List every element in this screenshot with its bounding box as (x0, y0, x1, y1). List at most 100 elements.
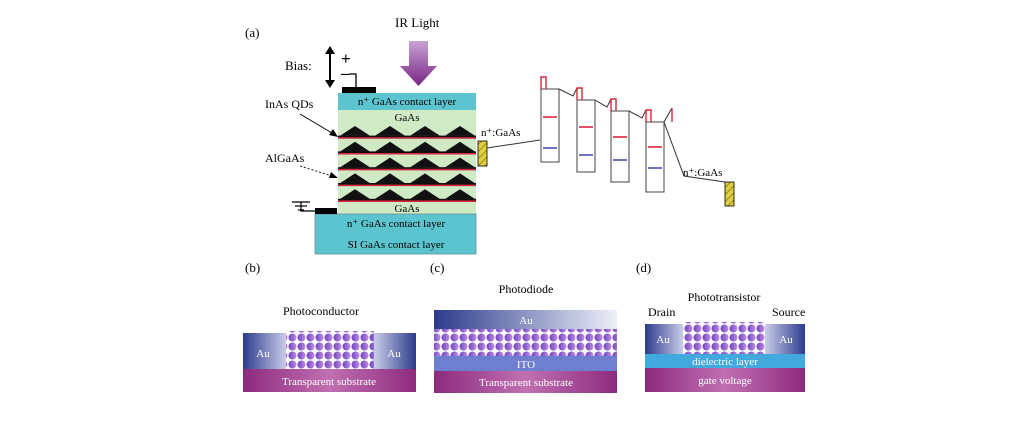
phototransistor-title: Phototransistor (688, 290, 761, 304)
red-interface-line (338, 168, 476, 171)
quantum-dot (340, 126, 370, 136)
quantum-dot (340, 141, 370, 152)
panel-c-letter: (c) (430, 260, 444, 275)
algaas-barrier-layer (338, 154, 476, 171)
algaas-barrier-layer (338, 123, 476, 139)
gaas-top-layer (338, 110, 476, 123)
au-source-electrode (765, 324, 805, 354)
panel-d: (d) Phototransistor Drain Source Au Au d… (636, 260, 805, 392)
right-hatched-contact (724, 181, 735, 207)
substrate-label: Transparent substrate (282, 376, 376, 388)
bottom-contact-layer (315, 214, 476, 233)
bias-double-arrow-icon (325, 46, 335, 88)
quantum-dot (410, 126, 440, 136)
quantum-dot (340, 173, 370, 184)
quantum-dot (445, 157, 475, 168)
quantum-dot (445, 141, 475, 152)
si-gaas-label: SI GaAs contact layer (348, 239, 445, 251)
au-right-electrode (374, 333, 416, 369)
band-edge-left (486, 139, 541, 149)
quantum-dot-stack (338, 123, 476, 202)
gate-layer (645, 368, 805, 392)
barrier-spike (610, 98, 617, 111)
au-right-label: Au (387, 348, 401, 360)
top-contact-label: n⁺ GaAs contact layer (358, 96, 457, 108)
barrier-spike (645, 109, 652, 122)
barrier-spike (576, 87, 583, 100)
quantum-dot (445, 173, 475, 184)
red-interface-line (338, 137, 476, 139)
source-label: Source (772, 305, 805, 319)
ito-label: ITO (517, 359, 535, 371)
quantum-dot (375, 173, 405, 184)
band-slope (558, 87, 578, 97)
bias-label: Bias: (285, 58, 312, 73)
algaas-barrier-layer (338, 138, 476, 155)
red-interface-line (338, 153, 476, 155)
substrate-label: Transparent substrate (479, 377, 573, 389)
band-edge-right (663, 107, 726, 183)
quantum-dot (340, 189, 370, 199)
barrier-spike (540, 76, 547, 89)
algaas-label: AlGaAs (265, 151, 305, 165)
panel-c: (c) Photodiode Au ITO Transparent substr… (430, 260, 617, 393)
band-left-label: n⁺:GaAs (481, 127, 520, 139)
quantum-dot (375, 189, 405, 199)
quantum-dot-film (434, 329, 617, 356)
band-right-label: n⁺:GaAs (683, 167, 722, 179)
panel-b-letter: (b) (245, 260, 260, 275)
quantum-dot (410, 173, 440, 184)
band-slope (594, 98, 612, 108)
left-hatched-contact (477, 140, 488, 167)
band-slope (628, 109, 647, 119)
quantum-well (645, 121, 665, 193)
panel-d-letter: (d) (636, 260, 651, 275)
ground-icon (292, 201, 315, 212)
inas-qds-label: InAs QDs (265, 97, 314, 111)
gaas-top-label: GaAs (394, 112, 419, 124)
inas-pointer-arrow-icon (299, 113, 338, 137)
quantum-dot (375, 126, 405, 136)
gaas-bottom-label: GaAs (394, 203, 419, 215)
bottom-contact-label: n⁺ GaAs contact layer (347, 218, 446, 230)
quantum-well (610, 110, 630, 183)
ir-light-label: IR Light (395, 15, 440, 30)
dielectric-label: dielectric layer (692, 356, 758, 368)
dielectric-layer (645, 354, 805, 368)
panel-a-letter: (a) (245, 25, 259, 40)
au-source-label: Au (779, 334, 793, 346)
quantum-dot-film (286, 331, 374, 369)
si-gaas-layer (315, 233, 476, 254)
band-diagram (486, 76, 726, 193)
au-drain-label: Au (656, 334, 670, 346)
bias-wire (349, 73, 357, 88)
algaas-barrier-layer (338, 170, 476, 187)
ir-light-arrow-icon (400, 41, 437, 86)
gaas-bottom-layer (338, 202, 476, 214)
quantum-dot (445, 126, 475, 136)
quantum-well (540, 88, 560, 163)
algaas-barrier-layer (338, 186, 476, 202)
quantum-dot-film (683, 322, 765, 354)
quantum-dot (375, 141, 405, 152)
algaas-pointer-arrow-icon (299, 165, 338, 178)
au-left-electrode (243, 333, 286, 369)
drain-label: Drain (648, 305, 675, 319)
gate-label: gate voltage (698, 375, 752, 387)
transparent-substrate (434, 371, 617, 393)
quantum-dot (340, 157, 370, 168)
bias-minus: – (340, 65, 350, 82)
au-left-label: Au (256, 348, 270, 360)
panel-a: (a) IR Light Bias: + – n⁺ GaAs contact l… (245, 15, 735, 255)
quantum-dot (375, 157, 405, 168)
red-interface-line (338, 184, 476, 187)
top-electrode (342, 87, 376, 93)
photodiode-title: Photodiode (499, 282, 554, 296)
quantum-dot (445, 189, 475, 199)
red-interface-line (338, 200, 476, 202)
au-top-label: Au (519, 315, 533, 327)
panel-b: (b) Photoconductor Au Au Transparent sub… (243, 260, 416, 392)
stack-outline (314, 213, 477, 255)
photoconductor-title: Photoconductor (283, 304, 359, 318)
